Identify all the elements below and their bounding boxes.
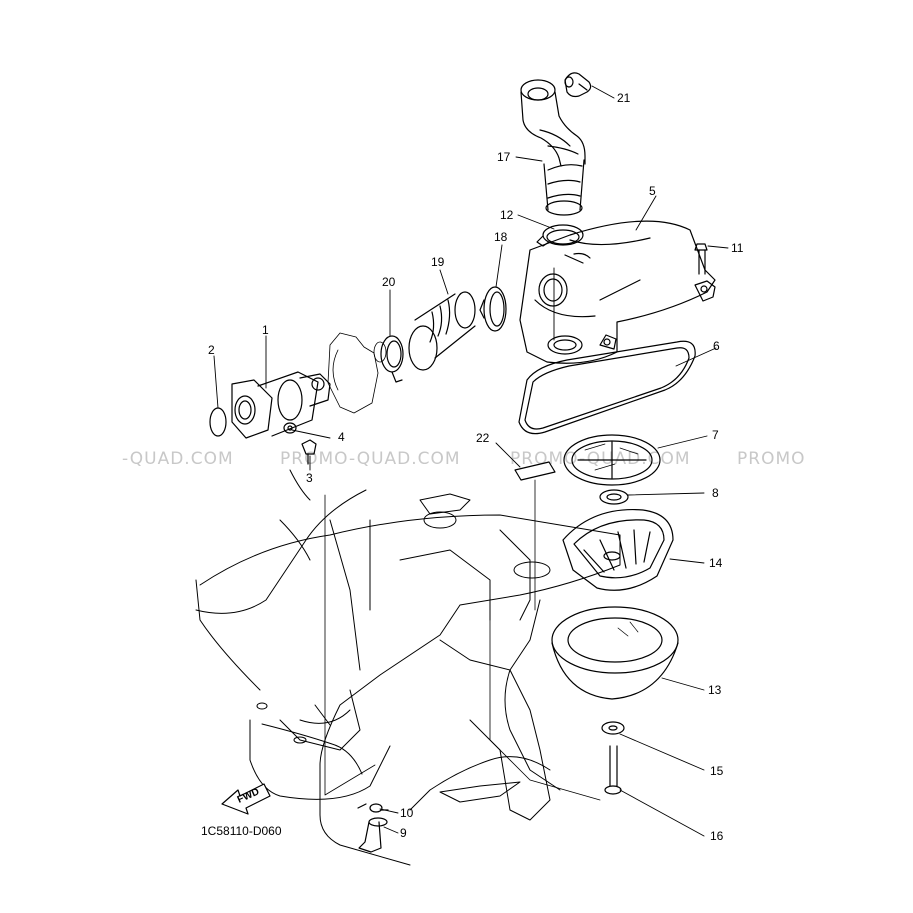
callout-8: 8 — [712, 486, 719, 500]
callout-10: 10 — [400, 806, 414, 820]
callout-numbers: 1 2 3 4 5 6 7 8 9 10 11 12 13 14 15 16 1… — [208, 91, 744, 843]
part-19-joint — [408, 291, 476, 371]
callout-15: 15 — [710, 764, 724, 778]
watermark-1: -QUAD.COM — [122, 449, 234, 469]
part-12-clamp — [536, 224, 584, 247]
callout-21: 21 — [617, 91, 631, 105]
callout-7: 7 — [712, 428, 719, 442]
part-6-gasket — [518, 340, 696, 435]
part-1-carb-joint — [231, 371, 331, 439]
callout-3: 3 — [306, 471, 313, 485]
part-20-clamp — [380, 335, 404, 383]
leader-lines — [213, 85, 729, 837]
part-5-airbox-housing — [519, 220, 716, 364]
callout-4: 4 — [338, 430, 345, 444]
frame-and-lower-case — [195, 469, 621, 866]
part-15-washer — [601, 721, 625, 735]
part-16-bolt — [604, 745, 622, 795]
carburetor-outline — [327, 332, 387, 414]
watermark-3: PROMO-QUAD.COM — [510, 449, 691, 469]
part-14-element-holder — [562, 508, 674, 591]
part-18-band — [479, 286, 507, 332]
callout-2: 2 — [208, 343, 215, 357]
part-17-intake-duct — [520, 79, 586, 216]
callout-19: 19 — [431, 255, 445, 269]
part-11-bolt — [694, 243, 708, 275]
watermark-4: PROMO — [737, 449, 806, 469]
part-10-clip — [357, 803, 389, 813]
callout-16: 16 — [710, 829, 724, 843]
guide-lines — [324, 479, 601, 801]
part-4-washer — [283, 422, 297, 434]
callout-14: 14 — [709, 556, 723, 570]
callout-6: 6 — [713, 339, 720, 353]
callout-5: 5 — [649, 184, 656, 198]
watermark-2: PROMO-QUAD.COM — [280, 449, 461, 469]
callout-17: 17 — [497, 150, 511, 164]
callout-1: 1 — [262, 323, 269, 337]
callout-13: 13 — [708, 683, 722, 697]
part-7-element-cage — [563, 434, 661, 486]
part-2-o-ring — [209, 407, 227, 437]
part-22-label — [514, 461, 556, 481]
part-3-bolt — [301, 439, 317, 465]
callout-18: 18 — [494, 230, 508, 244]
callout-22: 22 — [476, 431, 490, 445]
callout-12: 12 — [500, 208, 514, 222]
part-21-elbow — [564, 72, 592, 98]
part-13-filter-element — [551, 606, 679, 700]
diagram-code: 1C58110-D060 — [201, 824, 282, 838]
callout-20: 20 — [382, 275, 396, 289]
callout-11: 11 — [731, 241, 744, 255]
fwd-arrow-icon: FWD — [221, 783, 271, 815]
callout-9: 9 — [400, 826, 407, 840]
part-8-grommet — [599, 489, 629, 505]
part-9-drain-plug — [358, 817, 388, 853]
